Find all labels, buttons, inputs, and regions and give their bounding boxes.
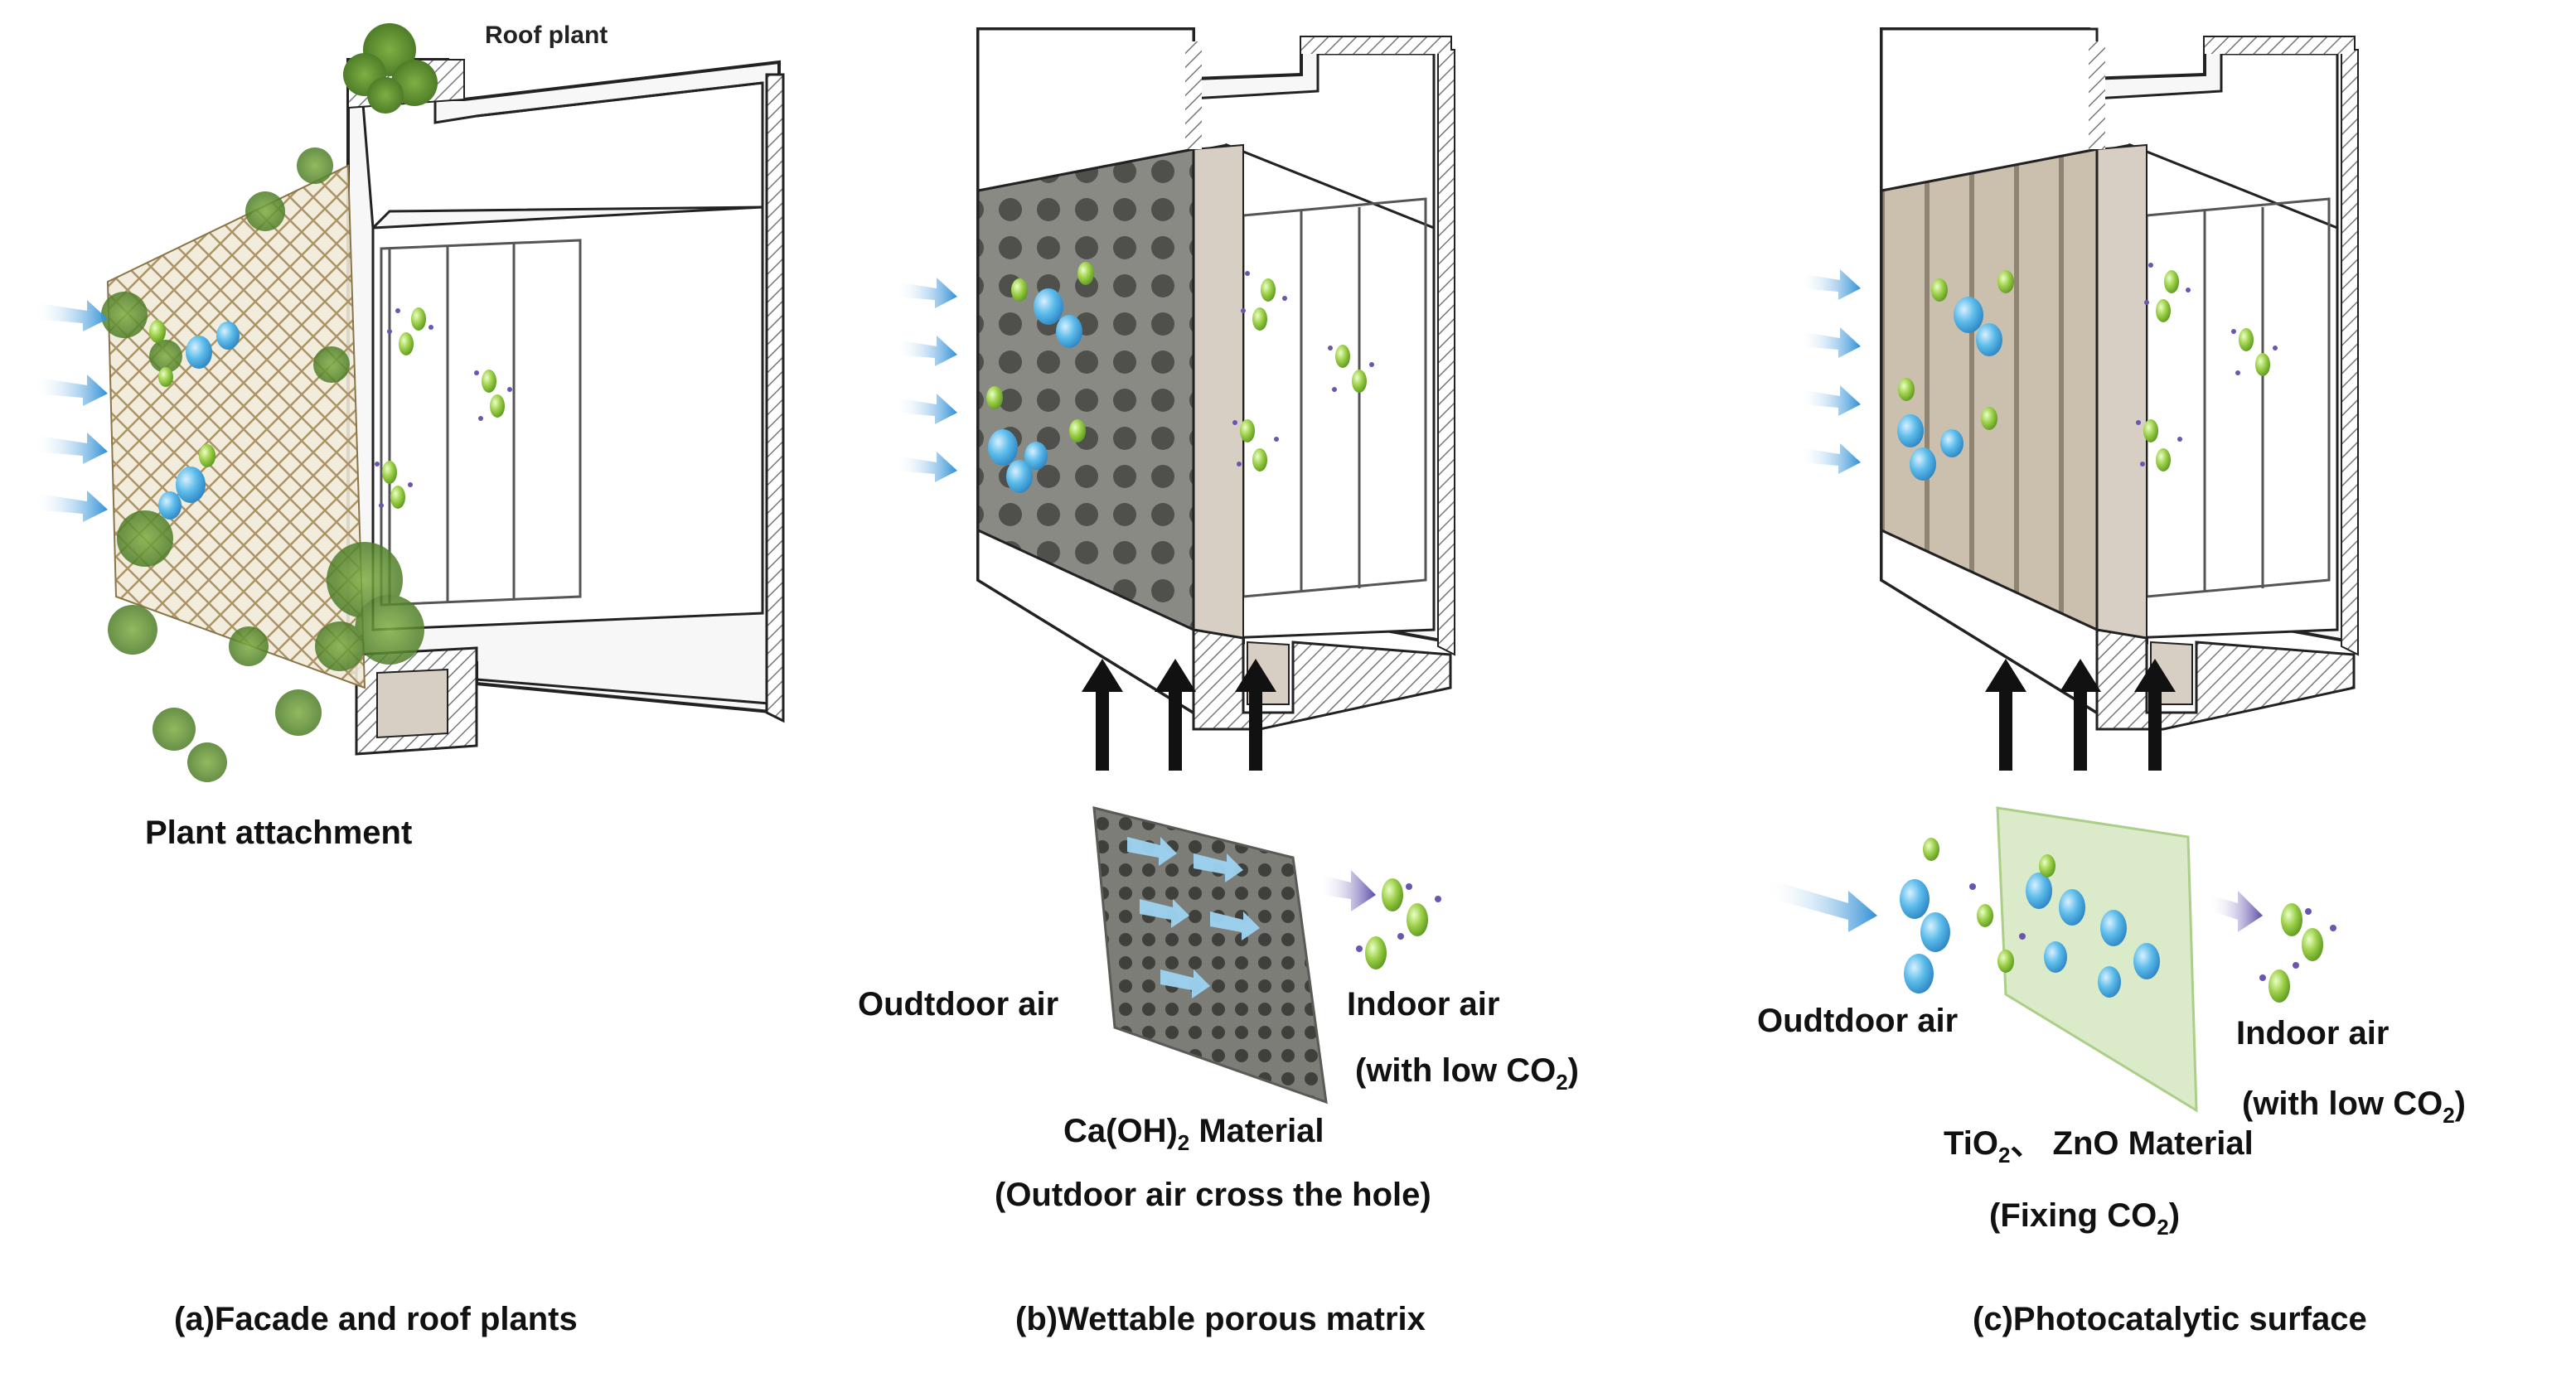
caption-b: (b)Wettable porous matrix: [1015, 1301, 1426, 1337]
indoor-air-note-b: (with low CO2): [1355, 1052, 1579, 1095]
caption-a: (a)Facade and roof plants: [174, 1301, 578, 1337]
caption-c: (c)Photocatalytic surface: [1973, 1301, 2367, 1337]
labels: Roof plant Plant attachment Oudtdoor air…: [145, 22, 2466, 1337]
material-label-c: TiO2、 ZnO Material: [1944, 1125, 2254, 1168]
outdoor-air-arrows-a: [33, 300, 108, 522]
outdoor-air-label-c: Oudtdoor air: [1757, 1003, 1958, 1039]
material-note-c: (Fixing CO2): [1989, 1197, 2180, 1240]
material-note-b: (Outdoor air cross the hole): [995, 1177, 1431, 1213]
molecules-a: [149, 307, 512, 520]
outdoor-air-arrows-b: [895, 278, 957, 482]
material-label-b: Ca(OH)2 Material: [1063, 1113, 1324, 1155]
panel-b: [895, 27, 1455, 1105]
outdoor-air-label-b: Oudtdoor air: [858, 986, 1058, 1022]
molecules-c: [1897, 263, 2278, 481]
indoor-air-note-c: (with low CO2): [2242, 1085, 2466, 1128]
building-section-c: [1880, 27, 2359, 731]
porous-panel-detail: [1092, 806, 1441, 1105]
plant-attachment-label: Plant attachment: [145, 815, 412, 851]
roof-plant-label: Roof plant: [485, 22, 608, 49]
upward-arrows-b: [1082, 659, 1276, 771]
facade-plants: [101, 147, 424, 782]
panel-a: [33, 23, 785, 782]
indoor-air-label-c: Indoor air: [2236, 1015, 2389, 1052]
panel-c: [1765, 27, 2359, 1113]
upward-arrows-c: [1985, 659, 2176, 771]
photocatalytic-panel-detail: [1765, 806, 2336, 1113]
facade-trellis: [106, 164, 366, 689]
outdoor-air-arrows-c: [1799, 269, 1861, 474]
building-section-b: [976, 27, 1455, 731]
roof-plant: [343, 23, 438, 114]
indoor-air-label-b: Indoor air: [1347, 986, 1499, 1022]
molecules-b: [986, 262, 1374, 493]
